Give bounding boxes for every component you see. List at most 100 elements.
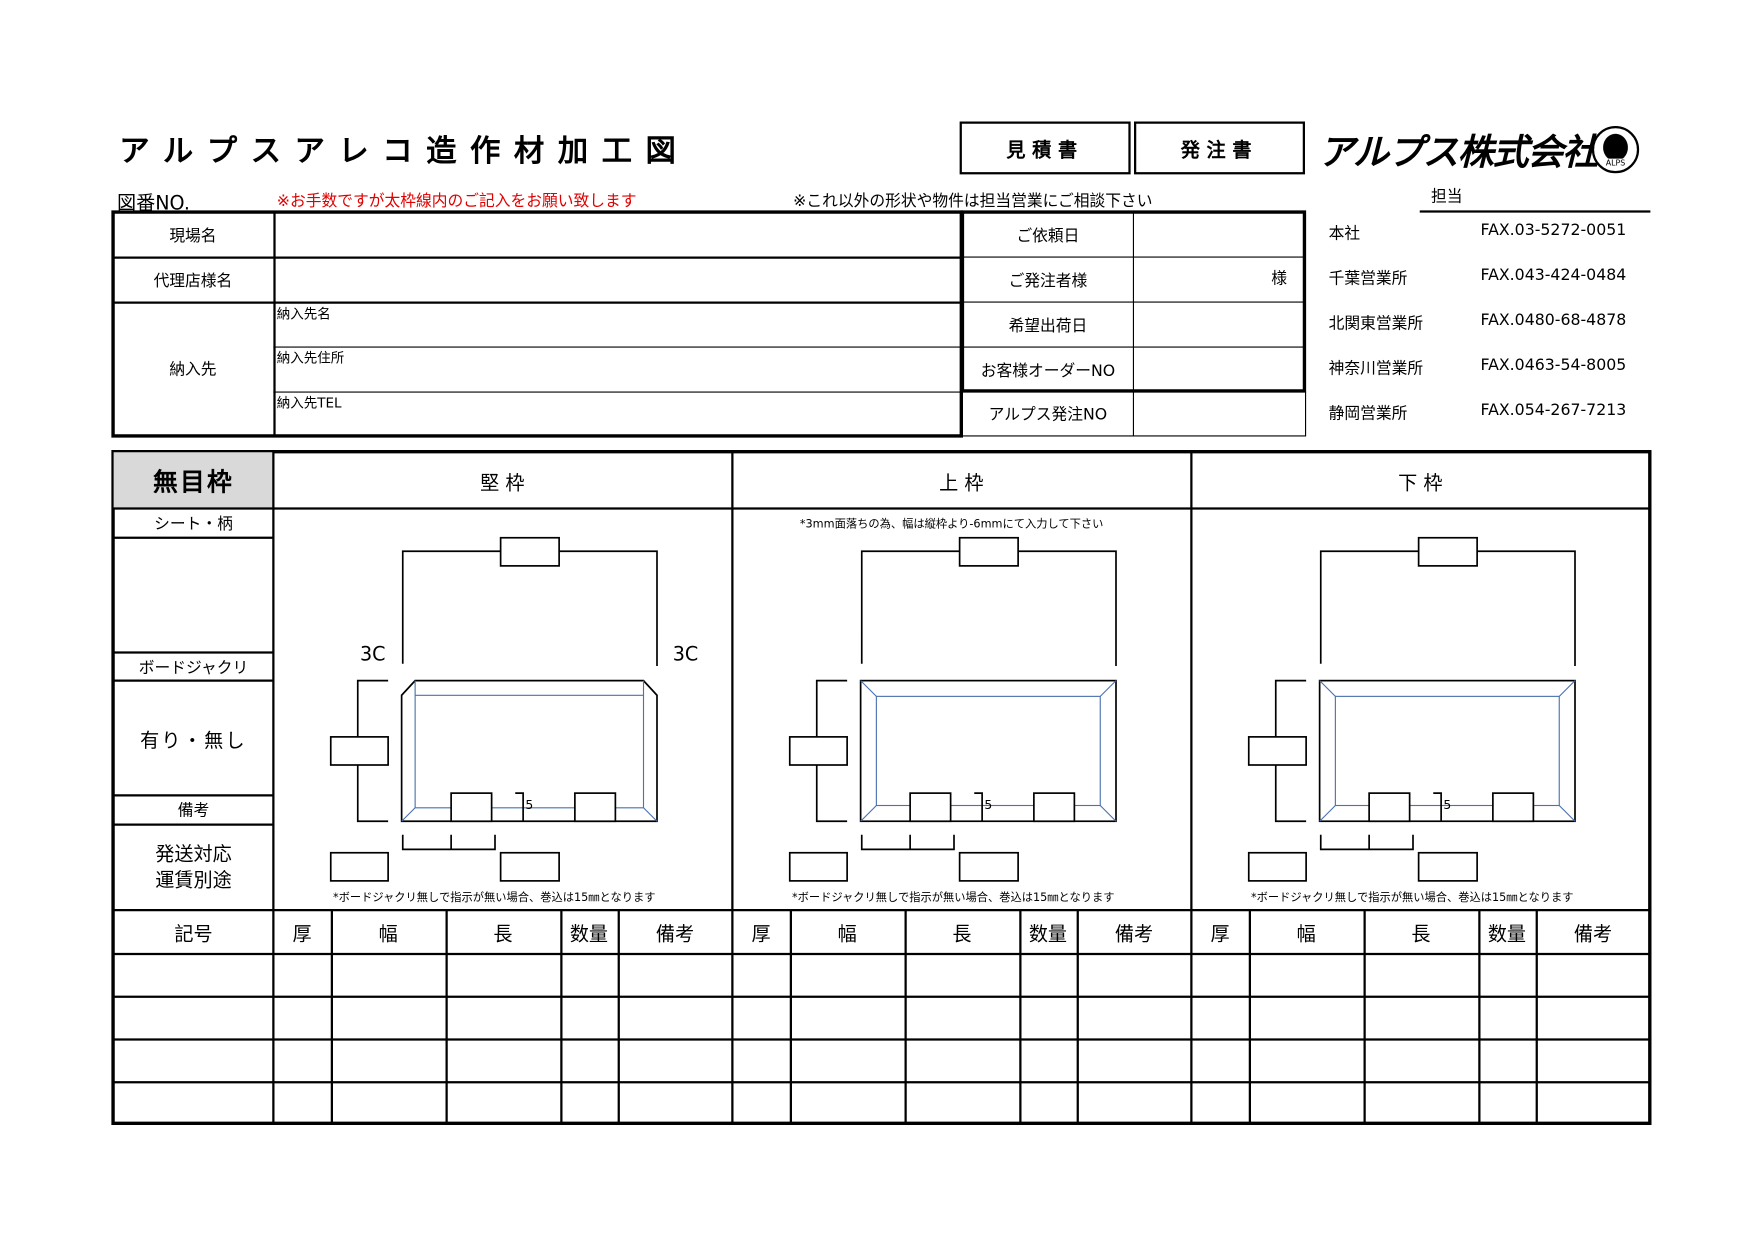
alps-order-no-label: アルプス発注NO	[988, 406, 1108, 425]
table-cell[interactable]	[276, 1083, 330, 1122]
table-cell[interactable]	[1251, 1041, 1362, 1080]
table-cell[interactable]	[792, 998, 903, 1037]
table-cell[interactable]	[1481, 1041, 1535, 1080]
board-label: ボードジャクリ	[138, 658, 249, 677]
customer-order-no-input[interactable]	[1134, 349, 1303, 391]
column-header: 厚	[751, 923, 771, 947]
table-cell[interactable]	[1481, 998, 1535, 1037]
column-header: 備考	[1573, 923, 1613, 947]
table-cell[interactable]	[1366, 1041, 1477, 1080]
table-cell[interactable]	[563, 1083, 617, 1122]
table-cell[interactable]	[735, 1041, 789, 1080]
orderer-input[interactable]: 様	[1271, 270, 1287, 288]
table-cell[interactable]	[620, 1083, 731, 1122]
table-cell[interactable]	[1022, 1041, 1076, 1080]
table-cell[interactable]	[276, 998, 330, 1037]
table-cell[interactable]	[448, 1083, 559, 1122]
panel-title: 堅 枠	[480, 471, 525, 495]
table-cell[interactable]	[1194, 1041, 1248, 1080]
table-cell[interactable]	[1022, 1083, 1076, 1122]
table-cell[interactable]	[1366, 998, 1477, 1037]
mark-header: 記号	[174, 923, 213, 947]
table-cell[interactable]	[115, 998, 273, 1037]
site-name-input[interactable]	[276, 214, 960, 256]
table-cell[interactable]	[1194, 955, 1248, 994]
delivery-address-input[interactable]: 納入先住所	[276, 349, 345, 366]
table-cell[interactable]	[1481, 955, 1535, 994]
office-fax: FAX.054-267-7213	[1480, 401, 1627, 420]
table-cell[interactable]	[563, 998, 617, 1037]
table-cell[interactable]	[276, 1041, 330, 1080]
delivery-tel-input[interactable]: 納入先TEL	[276, 394, 342, 411]
table-cell[interactable]	[1079, 998, 1190, 1037]
panel-note: *ボードジャクリ無しで指示が無い場合、巻込は15㎜となります	[1251, 892, 1574, 905]
table-cell[interactable]	[333, 998, 444, 1037]
sheet-label: シート・柄	[154, 515, 233, 534]
chamfer-3c-right: 3C	[672, 643, 699, 667]
table-cell[interactable]	[792, 1083, 903, 1122]
table-cell[interactable]	[448, 1041, 559, 1080]
table-cell[interactable]	[1251, 1083, 1362, 1122]
estimate-button[interactable]: 見積書	[959, 121, 1131, 175]
office-name: 本社	[1328, 225, 1361, 243]
table-cell[interactable]	[115, 1083, 273, 1122]
table-cell[interactable]	[735, 1083, 789, 1122]
table-cell[interactable]	[620, 998, 731, 1037]
table-cell[interactable]	[563, 955, 617, 994]
right-input-box	[499, 851, 560, 882]
table-cell[interactable]	[1194, 998, 1248, 1037]
table-cell[interactable]	[1538, 955, 1649, 994]
table-cell[interactable]	[907, 998, 1018, 1037]
table-cell[interactable]	[333, 1041, 444, 1080]
customer-order-no-label: お客様オーダーNO	[980, 361, 1116, 380]
request-date-label: ご依頼日	[1016, 226, 1080, 245]
table-cell[interactable]	[1079, 1041, 1190, 1080]
table-cell[interactable]	[735, 955, 789, 994]
tanto-line	[1419, 210, 1651, 213]
table-cell[interactable]	[620, 955, 731, 994]
office-name: 静岡営業所	[1328, 405, 1408, 423]
table-cell[interactable]	[907, 1083, 1018, 1122]
table-cell[interactable]	[1366, 1083, 1477, 1122]
table-cell[interactable]	[1079, 955, 1190, 994]
table-cell[interactable]	[792, 1041, 903, 1080]
table-cell[interactable]	[1481, 1083, 1535, 1122]
board-option[interactable]: 有り・無し	[140, 729, 247, 753]
alps-order-no-input[interactable]	[1134, 394, 1303, 435]
ship-date-input[interactable]	[1134, 304, 1303, 346]
table-cell[interactable]	[1251, 998, 1362, 1037]
table-cell[interactable]	[276, 955, 330, 994]
table-cell[interactable]	[1538, 998, 1649, 1037]
table-cell[interactable]	[620, 1041, 731, 1080]
table-cell[interactable]	[735, 998, 789, 1037]
table-cell[interactable]	[115, 955, 273, 994]
table-cell[interactable]	[1538, 1083, 1649, 1122]
table-cell[interactable]	[448, 955, 559, 994]
order-button[interactable]: 発注書	[1134, 121, 1305, 175]
table-cell[interactable]	[1366, 955, 1477, 994]
table-cell[interactable]	[1194, 1083, 1248, 1122]
column-header: 数量	[569, 923, 609, 947]
table-cell[interactable]	[1538, 1041, 1649, 1080]
table-cell[interactable]	[333, 955, 444, 994]
sheet-input[interactable]	[114, 539, 274, 652]
ship-date-label: 希望出荷日	[1008, 316, 1088, 335]
column-header: 数量	[1028, 923, 1068, 947]
office-fax: FAX.03-5272-0051	[1480, 221, 1627, 240]
table-cell[interactable]	[1022, 998, 1076, 1037]
table-cell[interactable]	[563, 1041, 617, 1080]
table-cell[interactable]	[907, 1041, 1018, 1080]
table-cell[interactable]	[1251, 955, 1362, 994]
agency-name-input[interactable]	[276, 259, 960, 301]
delivery-name-input[interactable]: 納入先名	[276, 306, 331, 322]
table-cell[interactable]	[1022, 955, 1076, 994]
table-cell[interactable]	[792, 955, 903, 994]
table-cell[interactable]	[907, 955, 1018, 994]
table-cell[interactable]	[448, 998, 559, 1037]
column-header: 備考	[1114, 923, 1154, 947]
table-cell[interactable]	[1079, 1083, 1190, 1122]
request-date-input[interactable]	[1134, 214, 1303, 256]
table-cell[interactable]	[115, 1041, 273, 1080]
office-name: 北関東営業所	[1328, 315, 1424, 333]
table-cell[interactable]	[333, 1083, 444, 1122]
